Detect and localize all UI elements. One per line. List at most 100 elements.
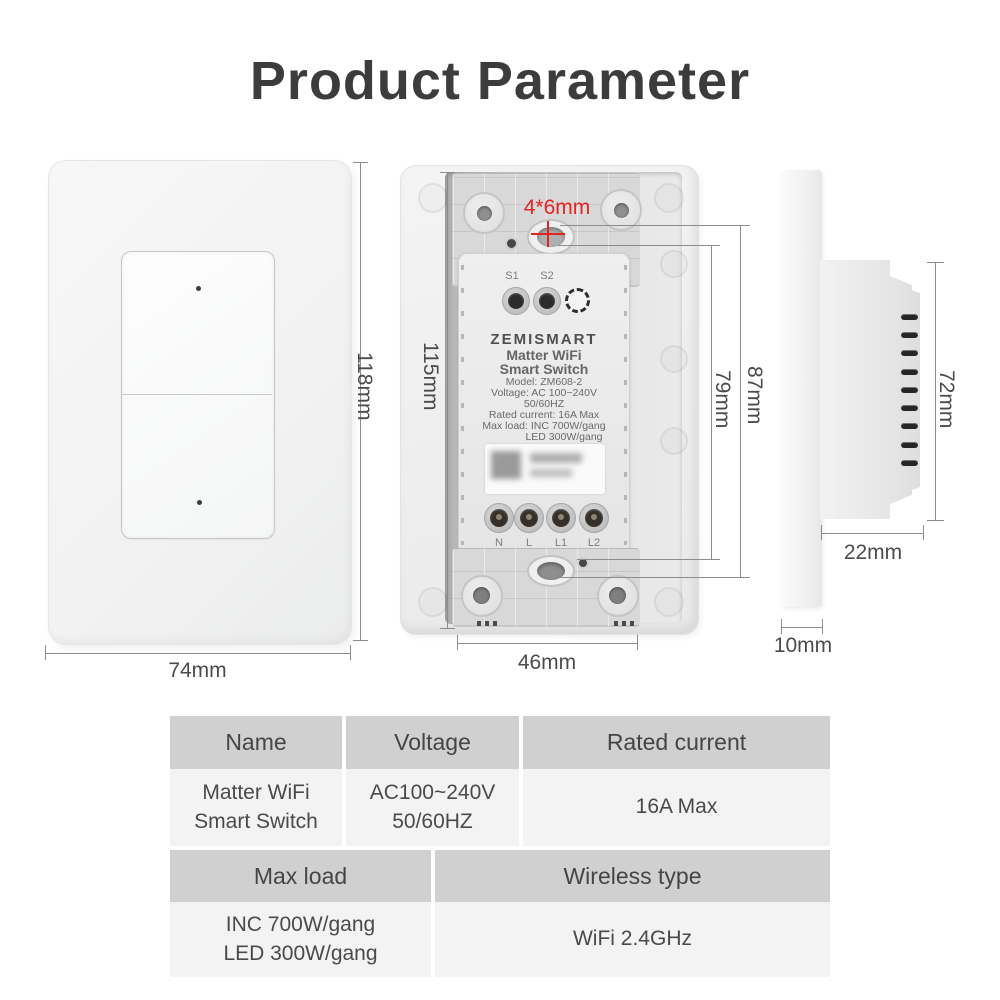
dim-tick xyxy=(822,619,823,634)
mounting-oval-slot-inner xyxy=(537,227,565,247)
mounting-oval-slot xyxy=(527,555,575,587)
rocker-top-indicator-dot xyxy=(196,286,201,291)
screw-glint xyxy=(526,514,532,520)
frame-corner-hole xyxy=(654,183,684,213)
table-cell-rated-current: 16A Max xyxy=(523,769,830,846)
table-header-voltage: Voltage xyxy=(346,716,519,769)
page-title: Product Parameter xyxy=(249,51,751,111)
brand-logo: ZEMISMART xyxy=(490,331,598,348)
screw-boss xyxy=(600,189,642,231)
label-model: Model: ZM608-2 xyxy=(505,376,583,388)
screw-boss-hole xyxy=(473,587,490,604)
vent-slot xyxy=(901,369,918,375)
table-cell-wireless-type: WiFi 2.4GHz xyxy=(435,902,830,977)
dim-line-87mm xyxy=(740,225,741,577)
small-mounting-hole xyxy=(577,557,589,569)
dim-label-115mm: 115mm xyxy=(419,342,442,411)
terminal-label-s2: S2 xyxy=(540,270,554,282)
vent-slot xyxy=(901,442,918,448)
max-load-value-line2: LED 300W/gang xyxy=(223,941,378,965)
dim-label-74mm: 74mm xyxy=(168,659,227,682)
dim-label-10mm: 10mm xyxy=(773,634,833,657)
vent-slot xyxy=(901,314,918,320)
dim-tick xyxy=(457,635,458,650)
dim-label-46mm: 46mm xyxy=(517,651,577,674)
terminal-label-l1: L1 xyxy=(554,537,568,549)
screw-boss-hole xyxy=(609,587,626,604)
table-cell-name: Matter WiFi Smart Switch xyxy=(170,769,342,846)
sticker-text-blob xyxy=(530,453,582,463)
screw-boss-hole xyxy=(477,206,492,221)
label-frequency: 50/60HZ xyxy=(523,398,565,410)
dim-tick xyxy=(350,645,351,660)
label-max-load-1: Max load: INC 700W/gang xyxy=(482,420,606,432)
vent-slot xyxy=(901,332,918,338)
terminal-label-l: L xyxy=(525,537,533,549)
table-cell-max-load: INC 700W/gang LED 300W/gang xyxy=(170,902,431,977)
dim-tick xyxy=(927,520,944,521)
dim-label-79mm: 79mm xyxy=(711,370,734,429)
blurred-sticker xyxy=(485,444,605,494)
front-view-wall-plate xyxy=(48,160,352,645)
red-cross-vertical xyxy=(547,221,549,247)
dim-line-74mm xyxy=(45,653,350,654)
dim-label-118mm: 118mm xyxy=(353,352,376,421)
dim-tick xyxy=(923,525,924,540)
dim-connector-87mm-bottom xyxy=(548,577,750,578)
screw-glint xyxy=(591,514,597,520)
dim-tick xyxy=(440,172,455,173)
table-header-name: Name xyxy=(170,716,342,769)
label-product-line2: Smart Switch xyxy=(499,361,589,377)
vent-slot xyxy=(901,460,918,466)
vent-slot xyxy=(901,350,918,356)
dim-line-79mm xyxy=(711,245,712,559)
terminal-label-s1: S1 xyxy=(505,270,519,282)
terminal-screw-core xyxy=(539,293,555,309)
label-product-line1: Matter WiFi xyxy=(506,347,582,363)
screw-boss-hole xyxy=(614,203,629,218)
table-header-rated-current: Rated current xyxy=(523,716,830,769)
mounting-oval-slot-inner xyxy=(537,562,565,580)
vent-marks xyxy=(614,621,638,626)
dim-tick xyxy=(45,645,46,660)
frame-edge-hole xyxy=(660,345,688,373)
rocker-divider xyxy=(122,394,272,395)
dim-connector-79mm-top xyxy=(558,245,720,246)
dim-connector-79mm-bottom xyxy=(577,559,720,560)
dim-label-72mm: 72mm xyxy=(935,370,958,429)
small-mounting-hole xyxy=(505,237,518,250)
dim-line-72mm xyxy=(935,262,936,520)
terminal-label-n: N xyxy=(495,537,503,549)
dim-label-87mm: 87mm xyxy=(743,366,766,425)
screw-glint xyxy=(496,514,502,520)
module-side-ribs xyxy=(461,265,464,545)
terminal-screw-s1 xyxy=(502,287,530,315)
table-header-max-load: Max load xyxy=(170,850,431,902)
dim-tick xyxy=(353,640,368,641)
table-header-wireless-type: Wireless type xyxy=(435,850,830,902)
voltage-value-line1: AC100~240V xyxy=(369,781,496,805)
max-load-value-line1: INC 700W/gang xyxy=(225,913,376,937)
vent-slot xyxy=(901,423,918,429)
rated-current-value: 16A Max xyxy=(635,795,718,819)
rocker-bottom-indicator-dot xyxy=(197,500,202,505)
dim-line-22mm xyxy=(821,533,923,534)
dim-tick xyxy=(440,628,455,629)
frame-edge-hole xyxy=(660,427,688,455)
dim-connector-87mm-top xyxy=(560,225,750,226)
sticker-text-blob xyxy=(530,469,572,477)
label-voltage: Voltage: AC 100~240V xyxy=(491,387,597,399)
dim-tick xyxy=(927,262,944,263)
name-value-line2: Smart Switch xyxy=(194,809,318,833)
dim-line-10mm xyxy=(781,627,822,628)
frame-edge-hole xyxy=(660,250,688,278)
rotary-dial xyxy=(565,288,590,313)
dim-label-22mm: 22mm xyxy=(843,541,903,564)
side-view-wall-plate xyxy=(781,170,822,607)
switch-module: S1 S2 ZEMISMART Matter WiFi Smart Switch… xyxy=(458,253,630,557)
frame-corner-hole xyxy=(418,587,448,617)
vent-slot xyxy=(901,405,918,411)
frame-corner-hole xyxy=(418,183,448,213)
terminal-screw-core xyxy=(508,293,524,309)
